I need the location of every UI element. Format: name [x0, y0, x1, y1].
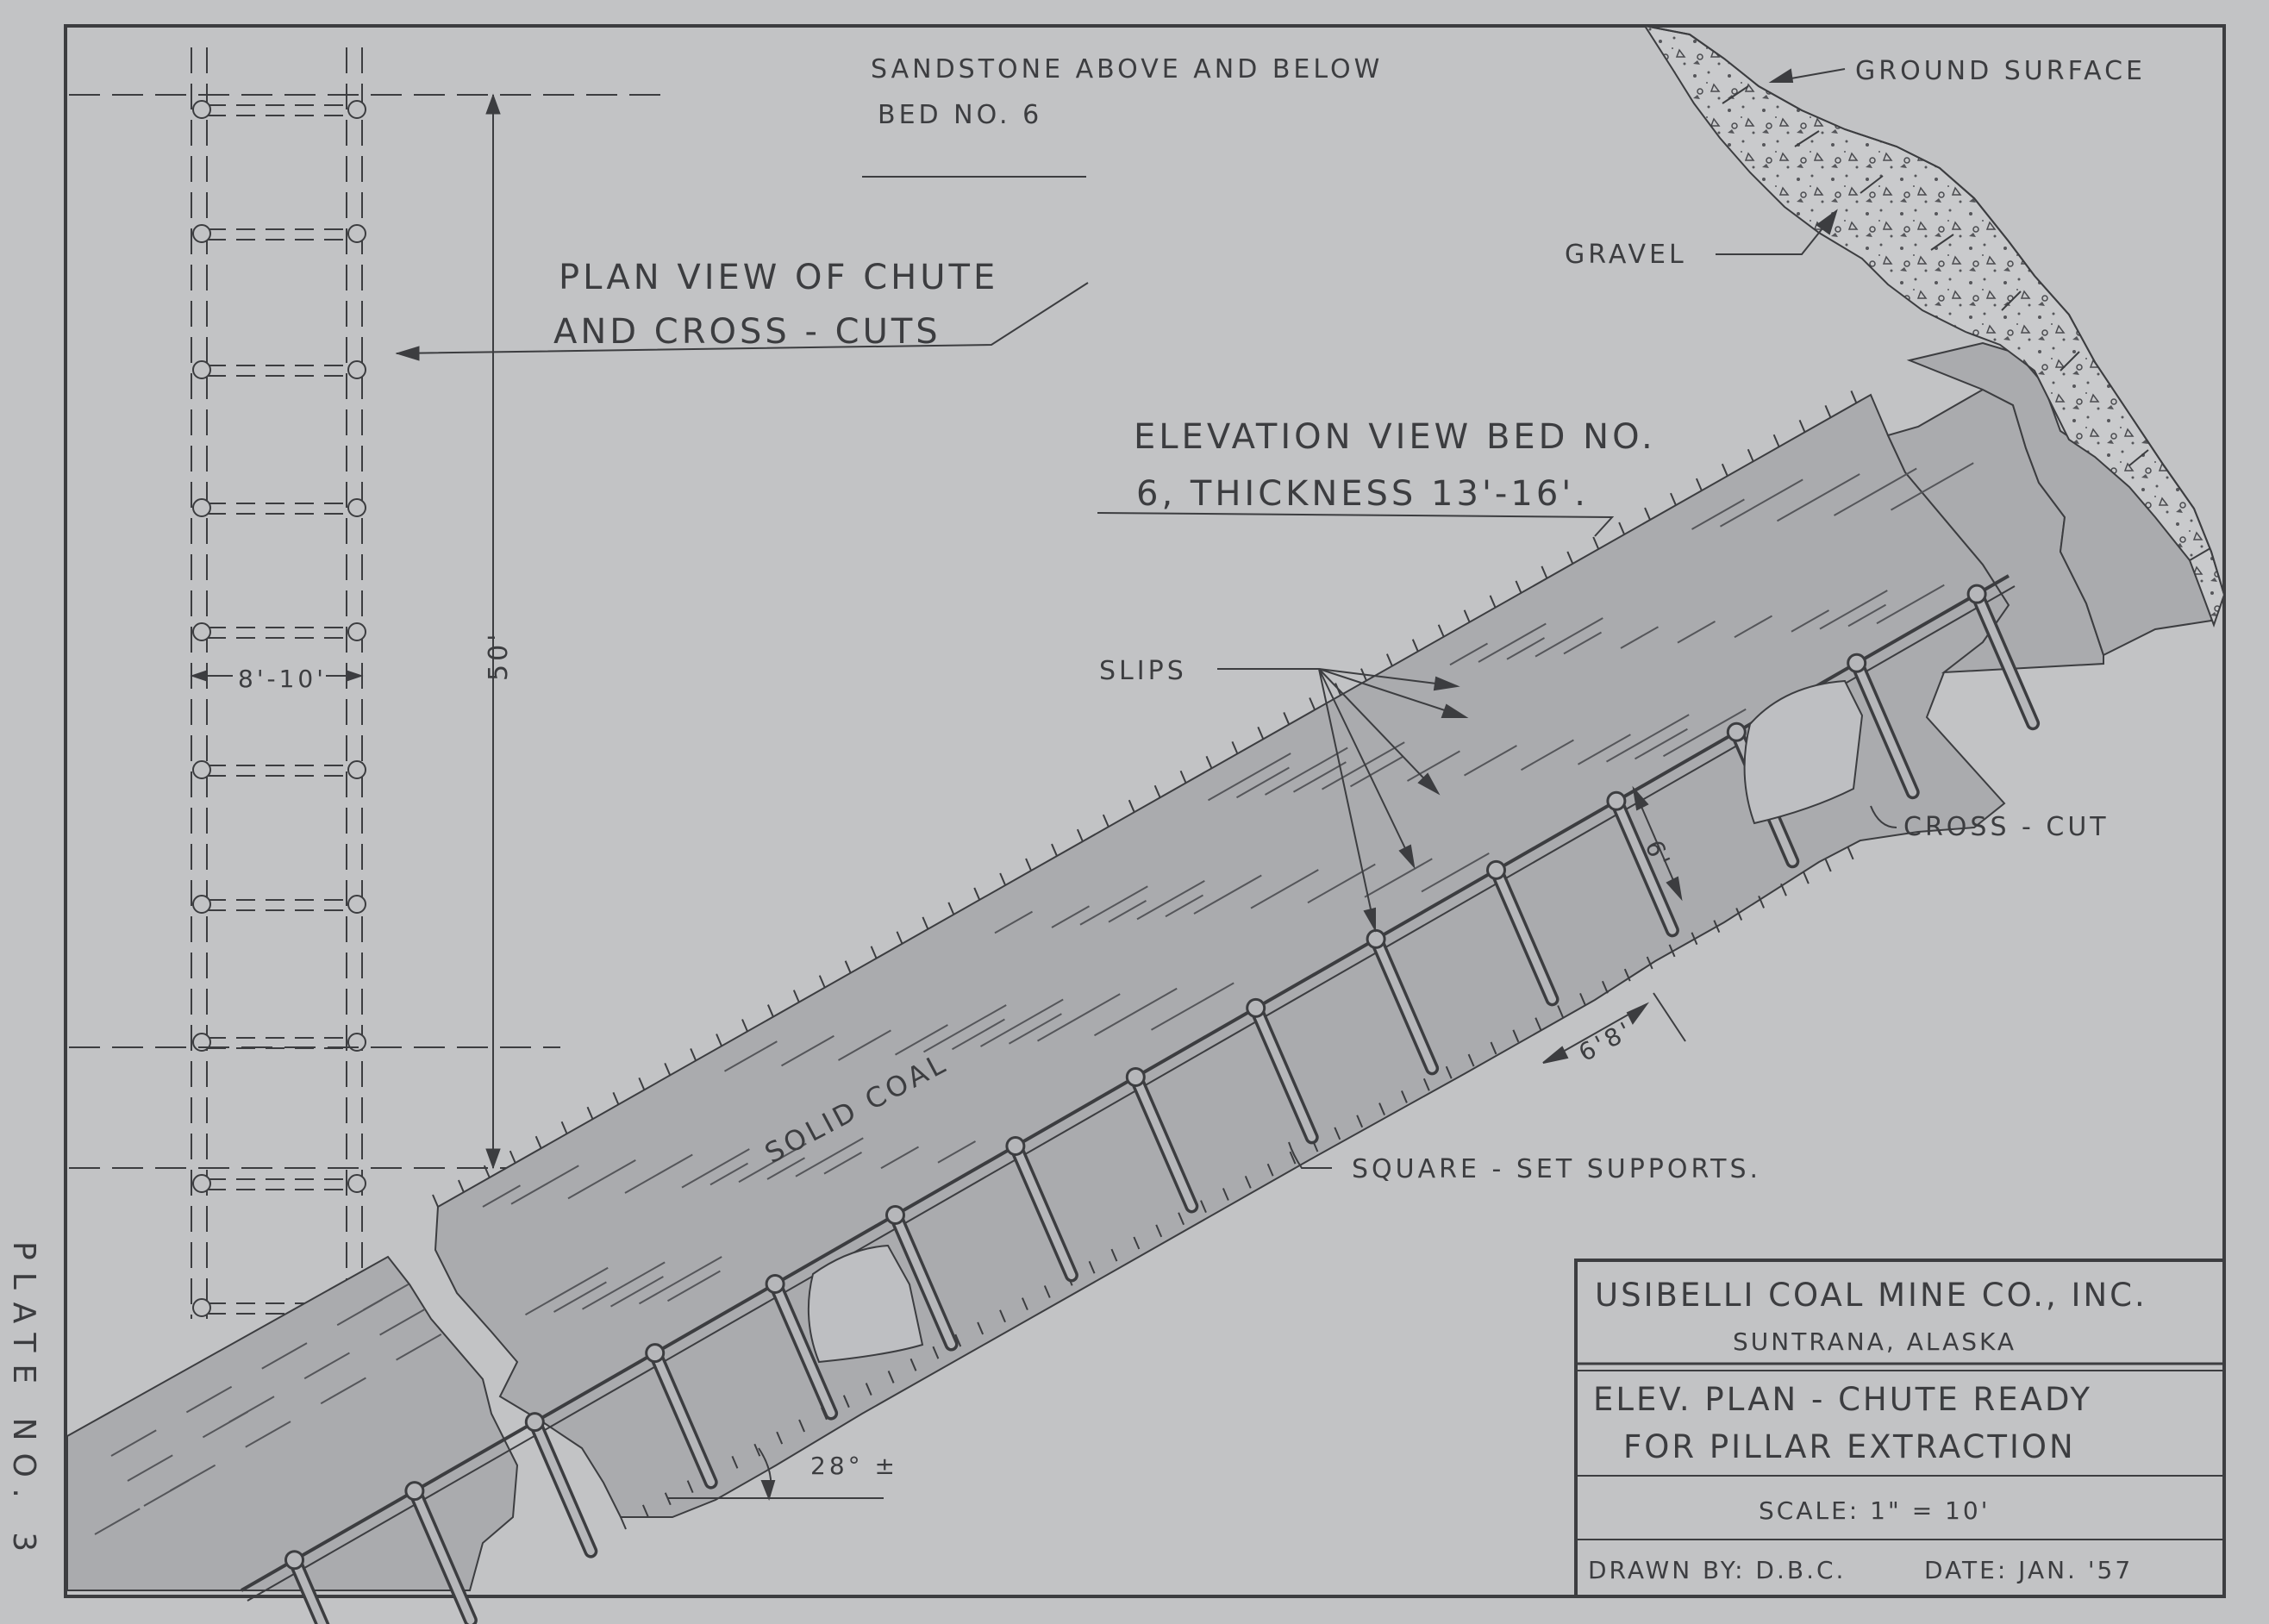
cross-cut-label: CROSS - CUT [1903, 812, 2110, 842]
title-line1: ELEV. PLAN - CHUTE READY [1593, 1381, 2092, 1418]
header-note-line2: BED NO. 6 [878, 100, 1042, 130]
ground-surface-label: GROUND SURFACE [1855, 56, 2146, 86]
ground-surface-line [1644, 25, 2225, 596]
cross-cut-openings [807, 679, 1864, 1364]
title-date: DATE: JAN. '57 [1924, 1556, 2133, 1584]
title-drawn-by: DRAWN BY: D.B.C. [1588, 1556, 1846, 1584]
plan-view-label-line1: PLAN VIEW OF CHUTE [559, 258, 998, 297]
annotation-leaders [668, 68, 1897, 1502]
slips-label: SLIPS [1099, 656, 1187, 686]
title-location: SUNTRANA, ALASKA [1733, 1327, 2016, 1356]
plate-number: PLATE NO. 3 [6, 1241, 41, 1565]
dimension-6ft8: 6'8' [1574, 1015, 1639, 1068]
header-note-line1: SANDSTONE ABOVE AND BELOW [871, 54, 1383, 84]
sheet-border [64, 24, 2226, 1598]
title-line2: FOR PILLAR EXTRACTION [1623, 1428, 2076, 1465]
title-scale: SCALE: 1" = 10' [1759, 1496, 1990, 1525]
gravel-label: GRAVEL [1565, 240, 1687, 270]
square-set-supports [241, 574, 2041, 1624]
dimension-8-10ft: 8'-10' [238, 665, 327, 693]
elevation-label-line2: 6, THICKNESS 13'-16'. [1136, 474, 1589, 514]
angle-label: 28° ± [810, 1452, 898, 1480]
title-block [1574, 1259, 2226, 1598]
elevation-label-line1: ELEVATION VIEW BED NO. [1134, 417, 1656, 457]
dimension-50ft: 50' [484, 631, 514, 681]
square-set-label: SQUARE - SET SUPPORTS. [1352, 1154, 1761, 1184]
plan-view [69, 47, 1089, 1319]
plan-view-label-line2: AND CROSS - CUTS [553, 312, 941, 352]
title-company: USIBELLI COAL MINE CO., INC. [1595, 1277, 2147, 1314]
coal-seam [66, 24, 2226, 1591]
